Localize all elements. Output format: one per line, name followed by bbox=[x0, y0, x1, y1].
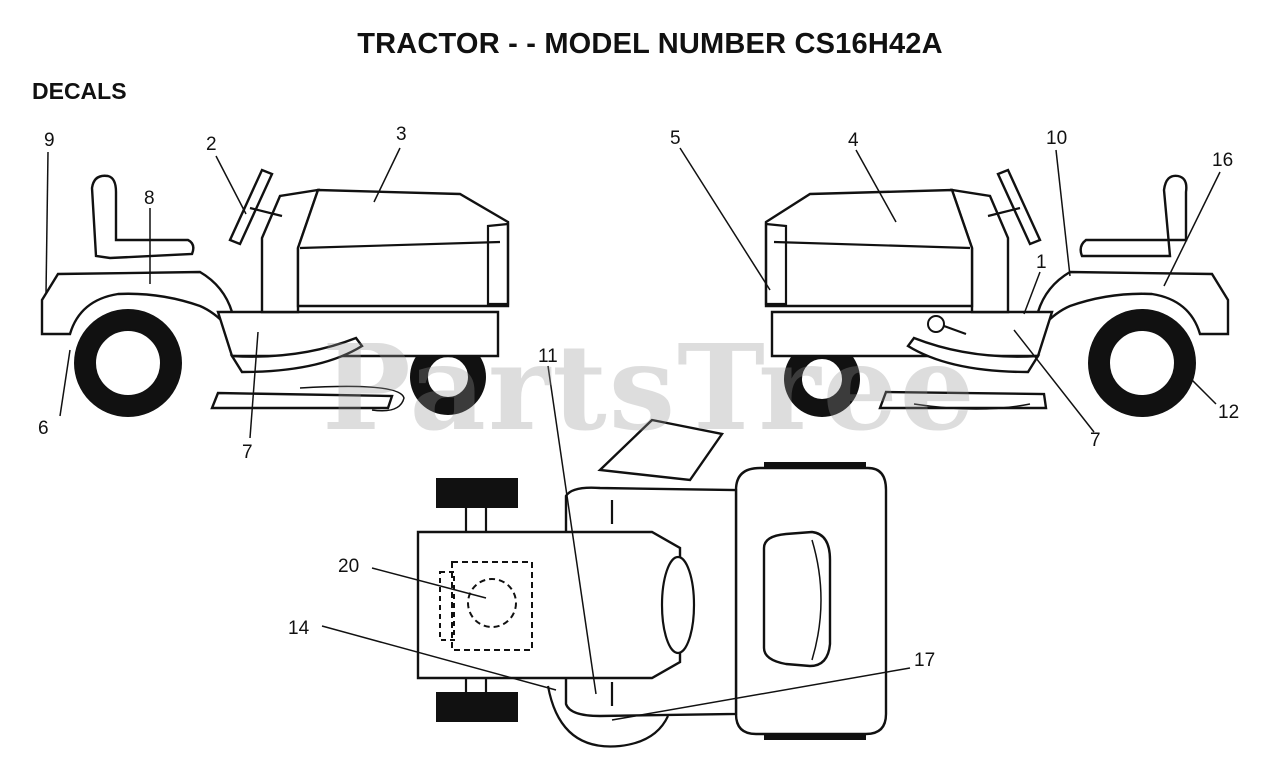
callout-1: 1 bbox=[1036, 252, 1047, 273]
callout-7-right: 7 bbox=[1090, 430, 1101, 451]
callout-3: 3 bbox=[396, 124, 407, 145]
tractor-right-side-view bbox=[764, 168, 1230, 417]
section-label: DECALS bbox=[32, 78, 127, 104]
callout-7-left: 7 bbox=[242, 442, 253, 463]
tractor-top-view bbox=[416, 418, 888, 748]
leader-lines bbox=[45, 147, 1221, 721]
tractor-left-side-view bbox=[40, 168, 510, 417]
callout-4: 4 bbox=[848, 130, 859, 151]
callout-12: 12 bbox=[1218, 402, 1239, 423]
callout-6: 6 bbox=[38, 418, 49, 439]
callout-5: 5 bbox=[670, 128, 681, 149]
callout-10: 10 bbox=[1046, 128, 1067, 149]
callout-numbers: 9 8 2 3 6 7 5 4 10 1 16 7 12 11 20 14 17 bbox=[38, 124, 1239, 671]
callout-9: 9 bbox=[44, 130, 55, 151]
callout-11: 11 bbox=[538, 346, 558, 367]
callout-14: 14 bbox=[288, 618, 310, 639]
callout-2: 2 bbox=[206, 134, 217, 155]
callout-20: 20 bbox=[338, 556, 359, 577]
page-title: TRACTOR - - MODEL NUMBER CS16H42A bbox=[357, 28, 943, 60]
callout-16: 16 bbox=[1212, 150, 1233, 171]
callout-17: 17 bbox=[914, 650, 935, 671]
callout-8: 8 bbox=[144, 188, 155, 209]
